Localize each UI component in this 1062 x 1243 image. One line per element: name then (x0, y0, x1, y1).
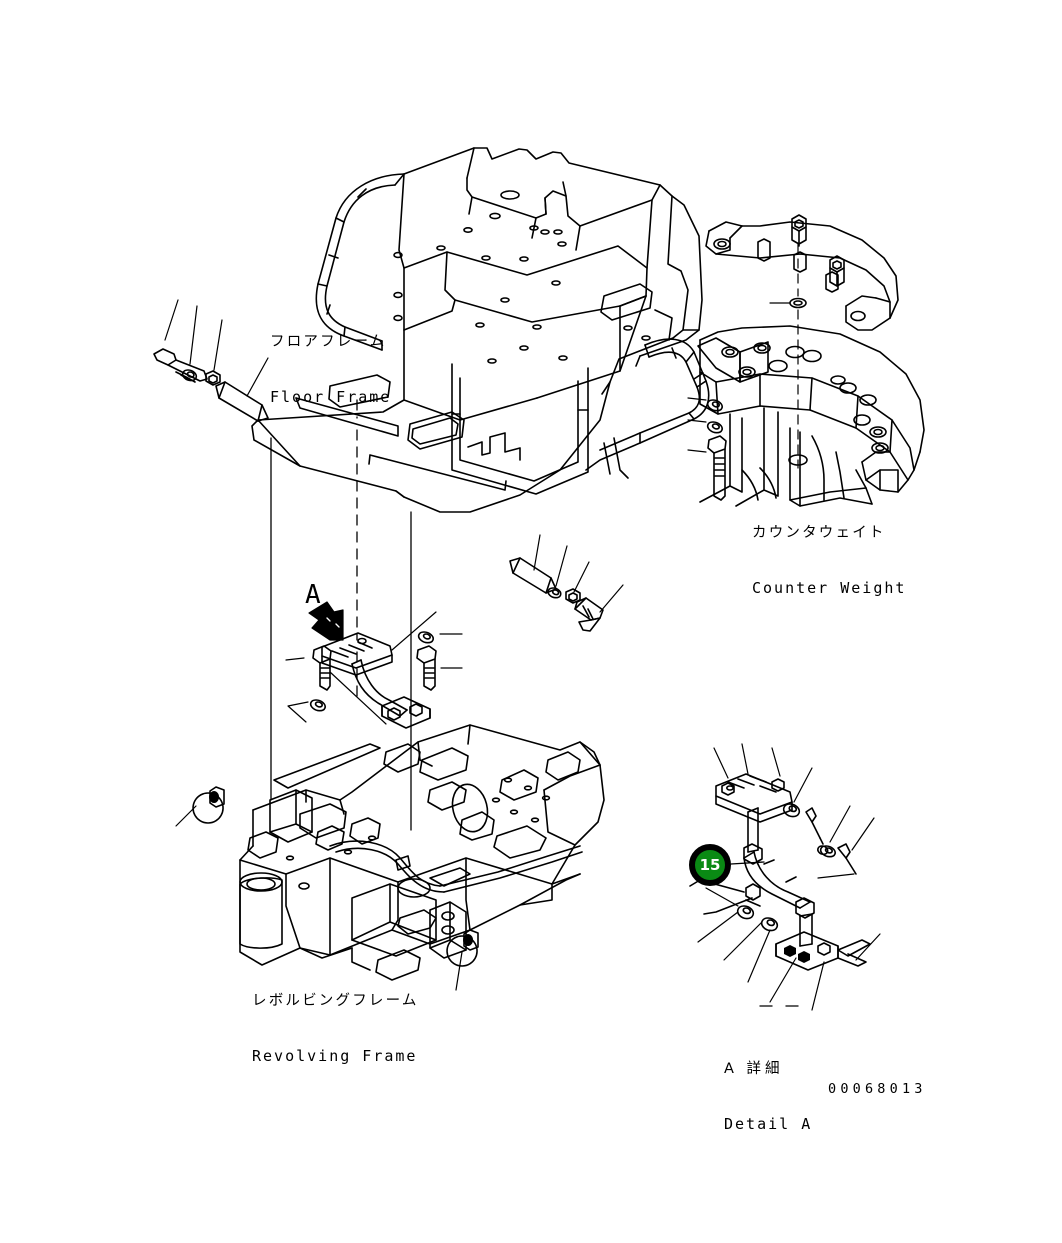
callout-bubble-15[interactable]: 15 (689, 844, 731, 886)
label-counter-weight: カウンタウェイト Counter Weight (752, 487, 906, 635)
label-revolving-frame: レボルビングフレーム Revolving Frame (252, 955, 419, 1103)
label-floor-frame-jp: フロアフレーム (270, 333, 387, 350)
fastener-group-centre (509, 534, 624, 632)
label-revolving-frame-jp: レボルビングフレーム (252, 992, 419, 1009)
label-detail-a-en: Detail A (724, 1114, 813, 1133)
assembly-centre-lines (270, 399, 412, 831)
label-detail-a-jp: A 詳細 (724, 1060, 784, 1077)
fastener-group-upper-left (153, 299, 269, 422)
section-mark-a-letter: A (305, 580, 321, 610)
callout-number: 15 (699, 855, 721, 874)
revolving-frame-assembly (175, 724, 605, 991)
drawing-number: 00068013 (828, 1081, 927, 1097)
label-counter-weight-jp: カウンタウェイト (752, 524, 886, 541)
floor-frame-assembly (251, 147, 710, 513)
counter-weight-assembly (687, 214, 925, 507)
section-a-arrow (308, 601, 344, 641)
label-floor-frame: フロアフレーム Floor Frame (270, 296, 391, 444)
label-revolving-frame-en: Revolving Frame (252, 1046, 418, 1065)
label-detail-a: A 詳細 Detail A (724, 1023, 812, 1171)
callout-leader-15 (730, 861, 765, 865)
detail-a-assembly (689, 743, 881, 1011)
section-a-damper-assembly (285, 611, 463, 729)
label-counter-weight-en: Counter Weight (752, 578, 907, 597)
label-floor-frame-en: Floor Frame (270, 387, 392, 406)
